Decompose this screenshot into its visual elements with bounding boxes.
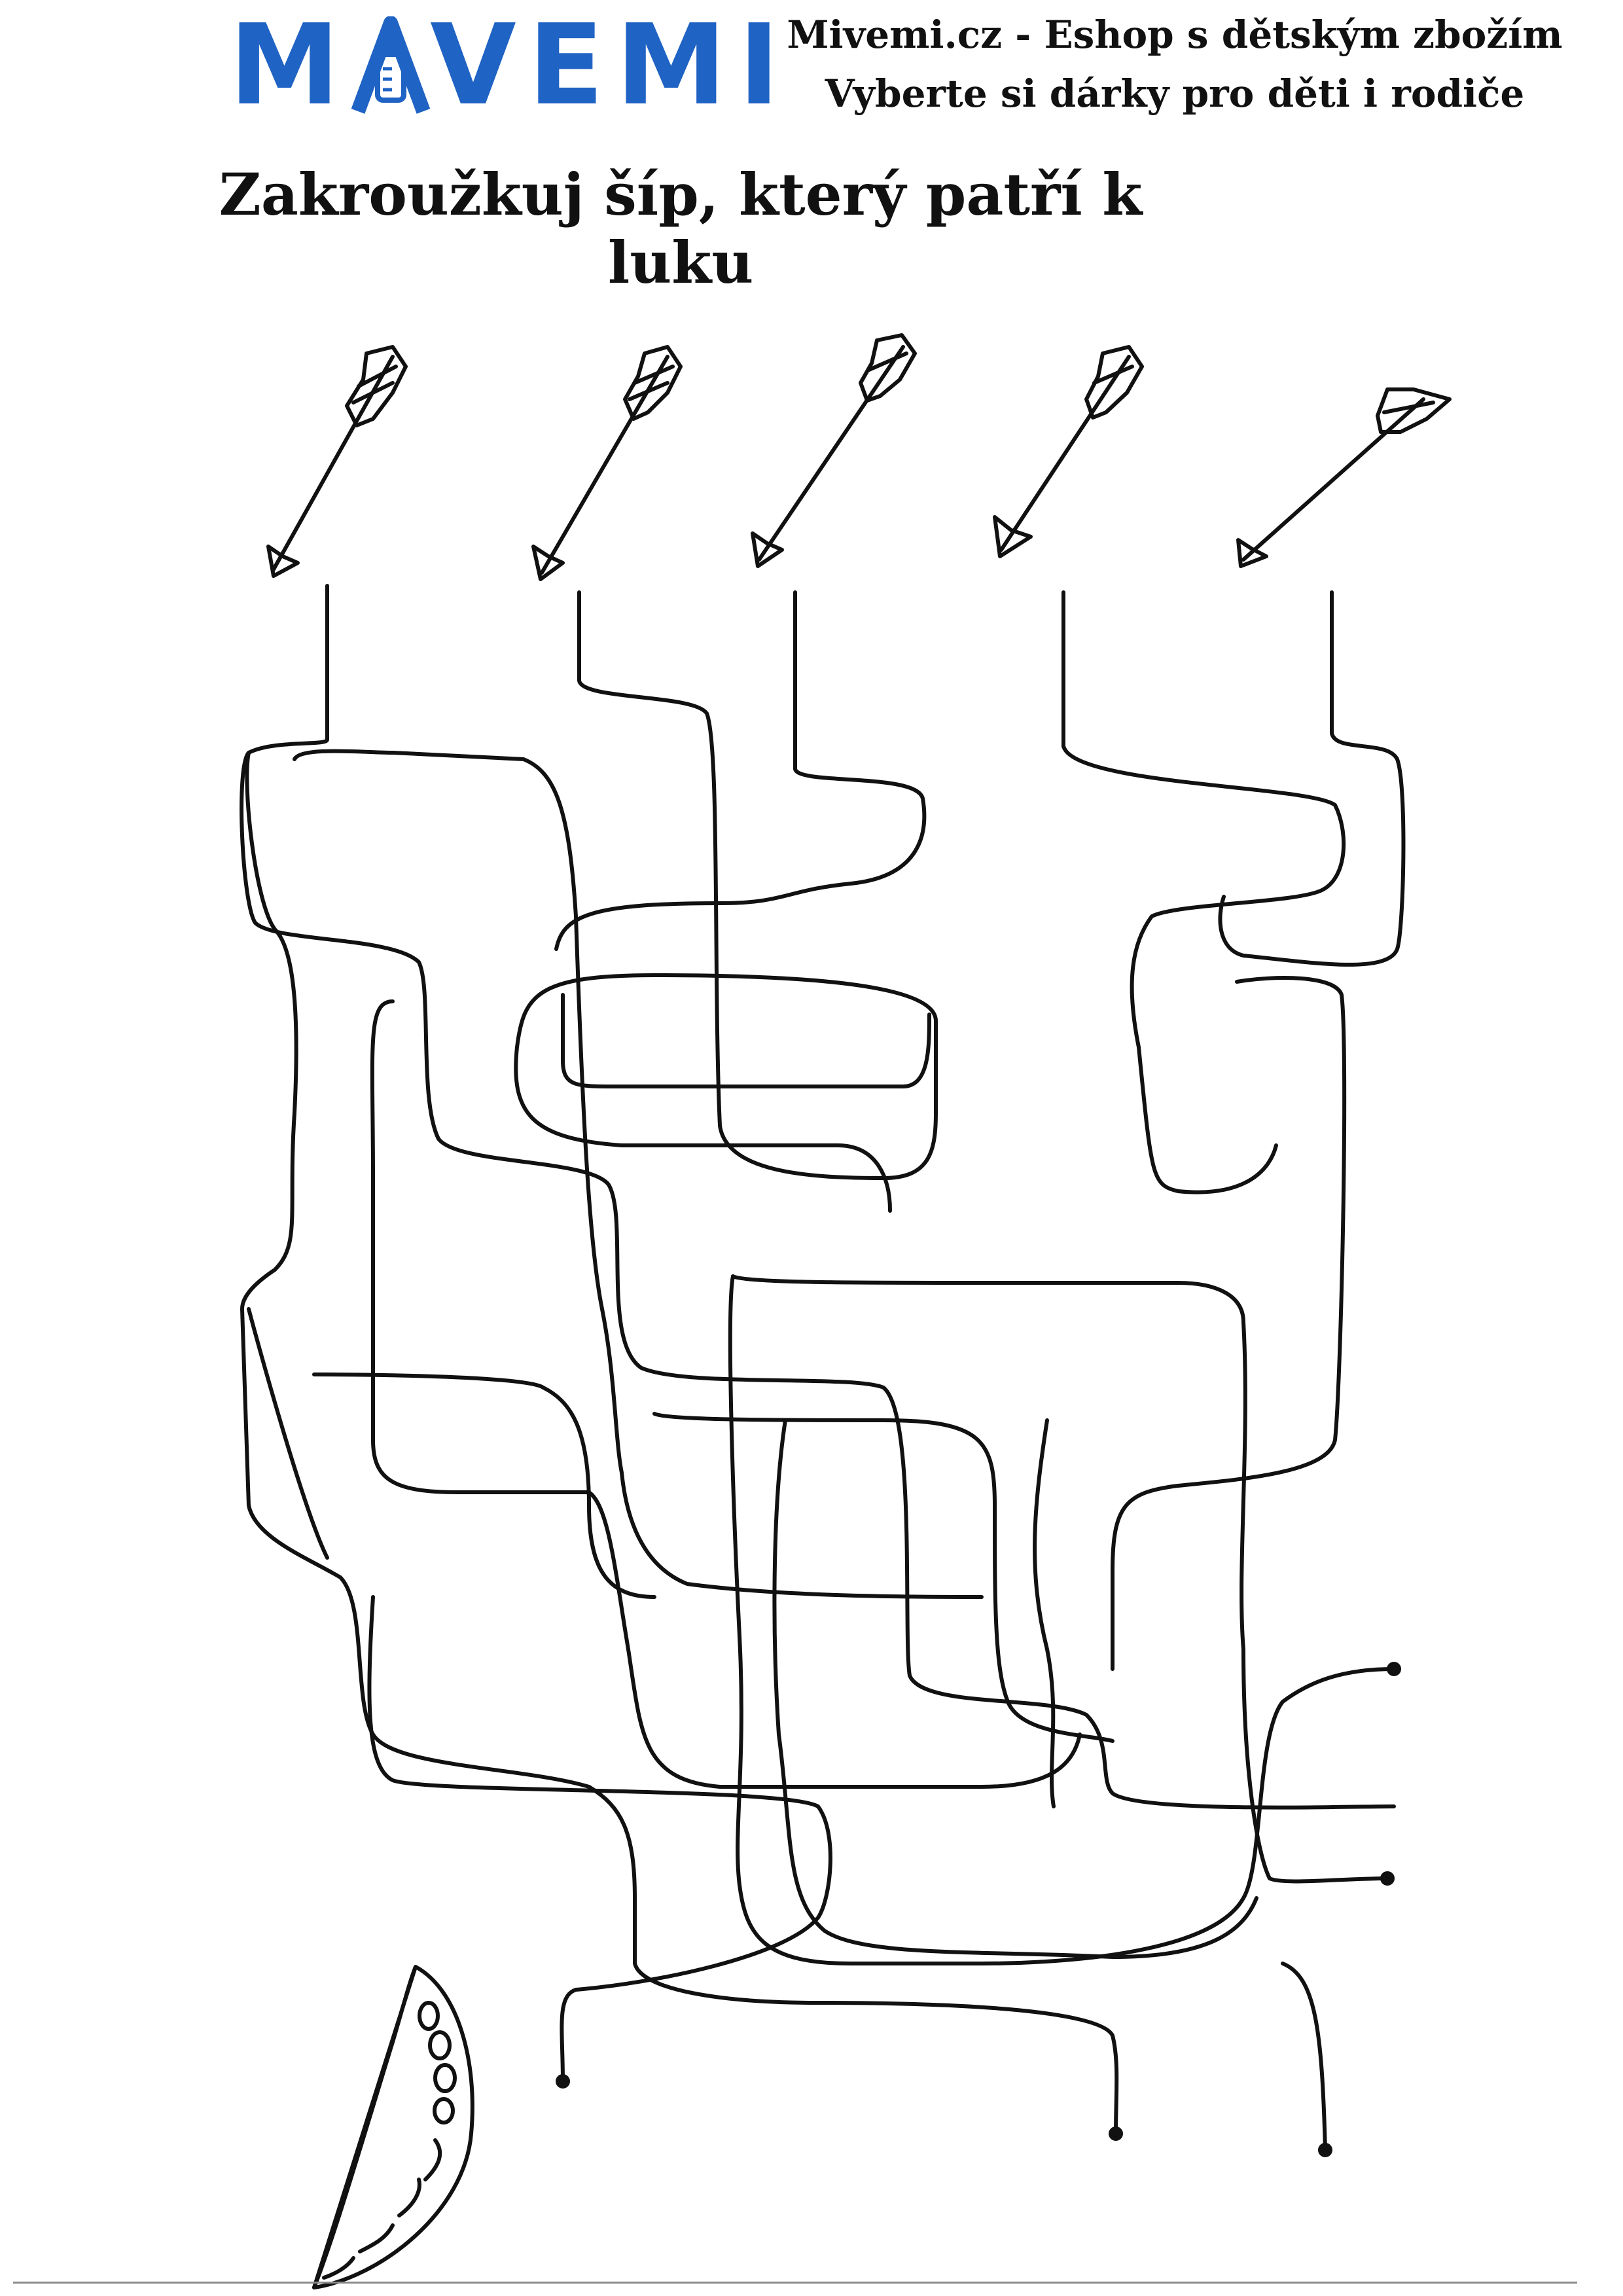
- logo-letter-e: E: [527, 1, 616, 130]
- header-line-gifts: Vyberte si dárky pro děti i rodiče: [825, 71, 1525, 116]
- header-text: Mivemi.cz - Eshop s dětským zbožím Vyber…: [772, 5, 1577, 123]
- logo-letter-v: V: [430, 1, 528, 130]
- footer-divider: [13, 2282, 1577, 2284]
- arrow-3[interactable]: [751, 333, 917, 568]
- arrow-2[interactable]: [531, 345, 683, 581]
- arrow-5[interactable]: [1236, 387, 1452, 568]
- page-title: Zakroužkuj šíp, který patří k luku: [219, 160, 1143, 296]
- arrow-1[interactable]: [266, 345, 408, 578]
- header-line-eshop: Mivemi.cz - Eshop s dětským zbožím: [787, 12, 1563, 57]
- mivemi-logo: M V E M I: [229, 1, 792, 130]
- logo-letter-m2: M: [615, 1, 739, 130]
- baby-bottle-icon: [351, 16, 431, 114]
- logo-letter-i: I: [738, 1, 792, 130]
- arrow-4[interactable]: [993, 345, 1144, 558]
- bow: [312, 1965, 474, 2289]
- logo-letter-m: M: [229, 1, 352, 130]
